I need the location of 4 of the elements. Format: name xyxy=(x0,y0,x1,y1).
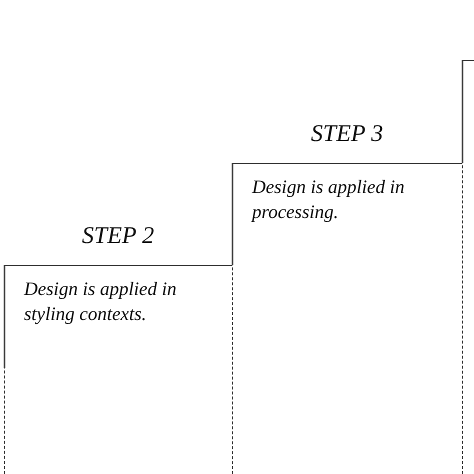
step-description: Design is applied in processing. xyxy=(252,176,406,225)
step-heading: STEP 2 xyxy=(82,222,154,250)
step-description: Design is applied in styling contexts. xyxy=(24,278,178,327)
step-heading: STEP 3 xyxy=(310,120,384,148)
